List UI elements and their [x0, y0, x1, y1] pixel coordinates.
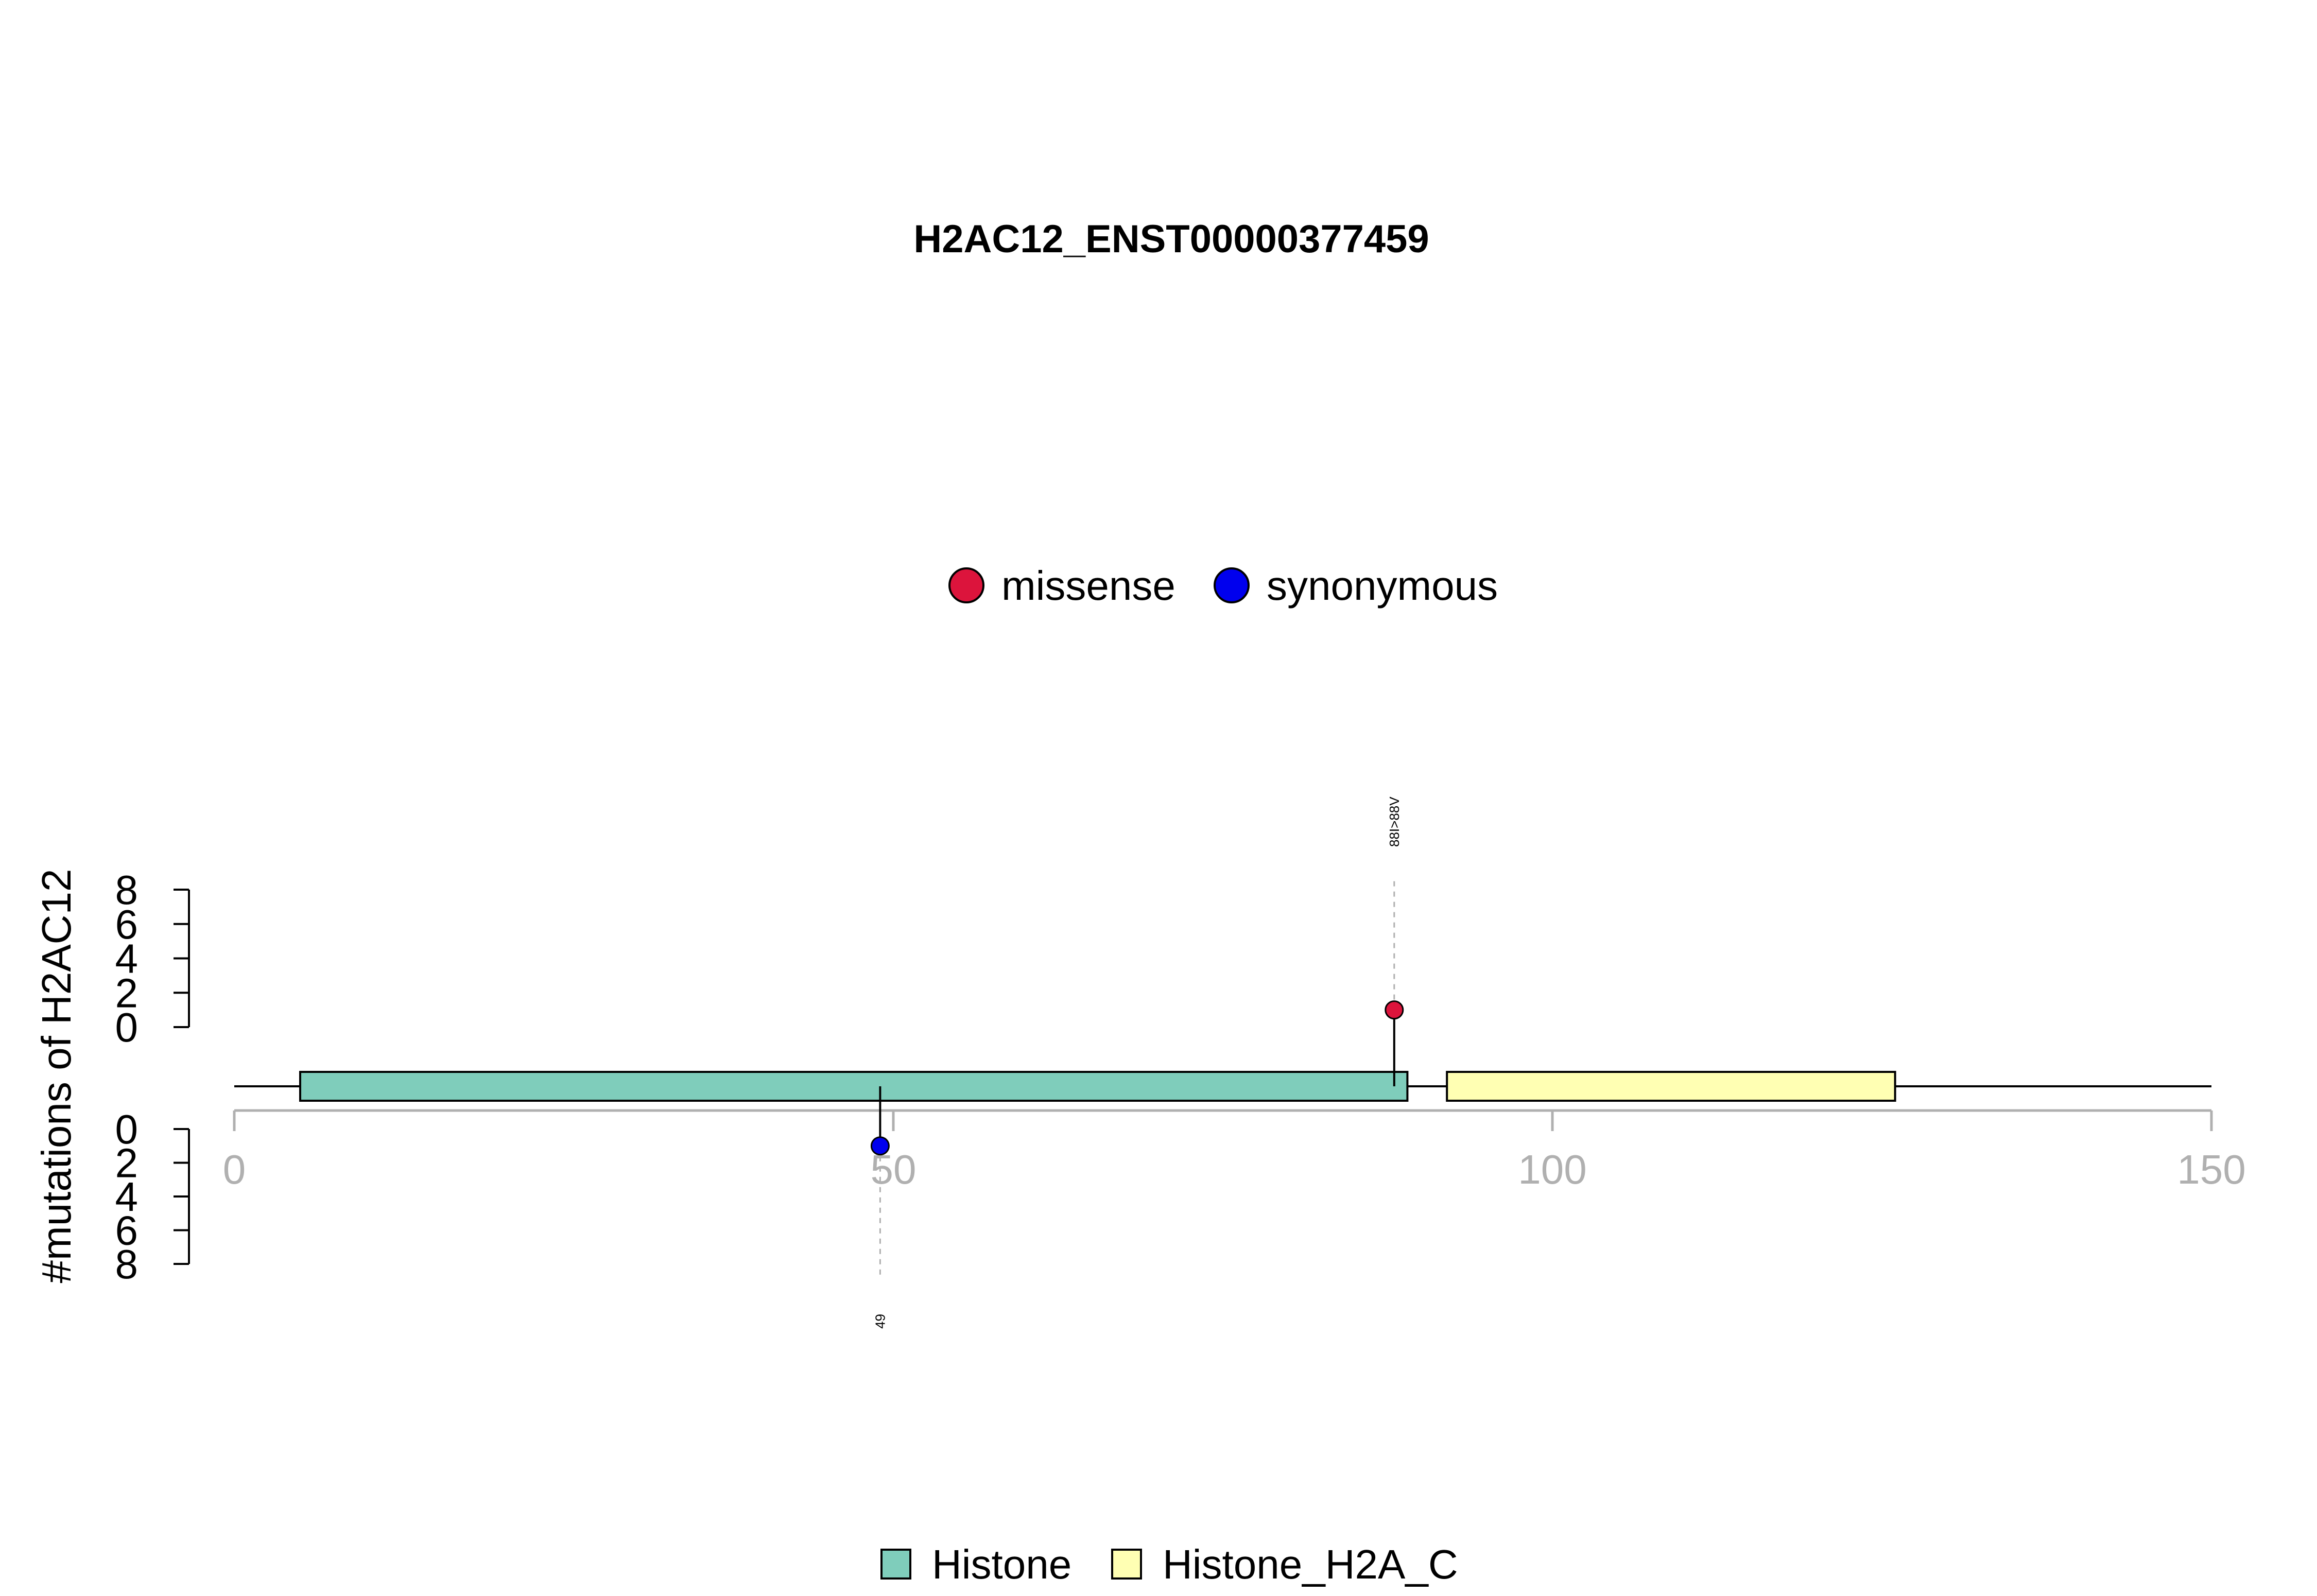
y-tick-label-top: 8 — [115, 867, 139, 913]
mutation-label: 88I>88V — [1387, 796, 1402, 847]
legend-label-histone-h2a-c: Histone_H2A_C — [1163, 1541, 1458, 1587]
domain-histone-h2a-c — [1446, 1071, 1896, 1102]
legend-marker-synonymous — [1214, 567, 1250, 603]
domain-histone — [299, 1071, 1409, 1102]
chart-title: H2AC12_ENST00000377459 — [913, 217, 1429, 261]
x-tick-label: 150 — [2177, 1147, 2245, 1192]
mutation-point-synonymous — [870, 1136, 890, 1156]
mutation-label: 49 — [872, 1314, 888, 1329]
legend-label-missense: missense — [1001, 563, 1175, 609]
mutation-lollipops: 88I>88V 49 — [870, 796, 1404, 1329]
x-tick-label: 0 — [223, 1147, 246, 1192]
y-axis-label: #mutations of H2AC12 — [33, 869, 79, 1283]
mutation-legend: missense synonymous — [948, 563, 1498, 609]
legend-swatch-histone — [880, 1549, 911, 1580]
legend-label-synonymous: synonymous — [1267, 563, 1498, 609]
protein-domains — [299, 1071, 1896, 1102]
y-tick-label-bottom: 0 — [115, 1106, 139, 1152]
y-tick-label-top: 6 — [115, 901, 139, 947]
legend-label-histone: Histone — [932, 1541, 1071, 1587]
y-tick-label-bottom: 2 — [115, 1140, 139, 1186]
mutation-point-missense — [1385, 1000, 1404, 1020]
legend-marker-missense — [948, 567, 984, 603]
y-tick-label-top: 0 — [115, 1004, 139, 1050]
y-tick-label-top: 4 — [115, 936, 139, 982]
legend-swatch-histone-h2a-c — [1111, 1549, 1142, 1580]
y-tick-label-bottom: 6 — [115, 1208, 139, 1254]
y-tick-label-top: 2 — [115, 970, 139, 1016]
domain-legend: Histone Histone_H2A_C — [880, 1541, 1458, 1587]
x-tick-label: 100 — [1518, 1147, 1586, 1192]
y-tick-label-bottom: 8 — [115, 1241, 139, 1287]
y-tick-label-bottom: 4 — [115, 1174, 139, 1220]
